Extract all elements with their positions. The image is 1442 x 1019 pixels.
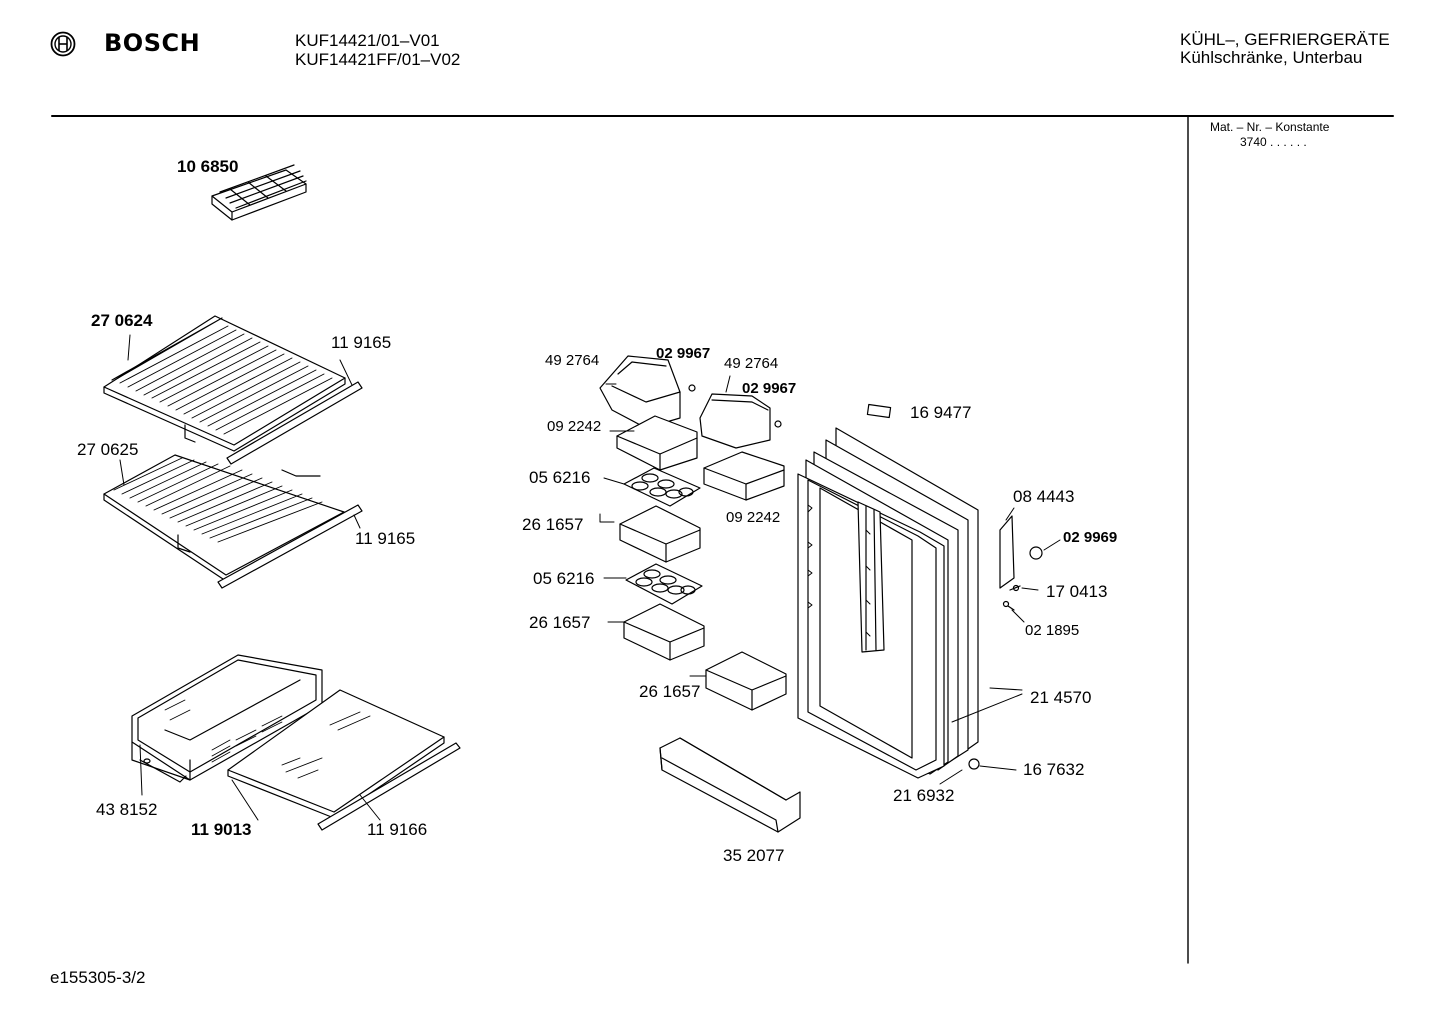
leader-lines-mid [600,376,730,676]
category: KÜHL–, GEFRIERGERÄTE Kühlschränke, Unter… [1180,31,1390,67]
material-label: Mat. – Nr. – Konstante [1210,120,1330,134]
part-number: 05 6216 [533,569,595,588]
part-number: 11 9166 [367,820,428,839]
part-number: 11 9165 [355,529,416,548]
brand-name: BOSCH [104,29,201,57]
model-number: KUF14421FF/01–V02 [295,50,461,69]
door-assembly [798,405,1042,778]
part-number: 27 0624 [91,311,153,330]
ice-cube-tray [212,165,306,220]
part-number: 09 2242 [726,509,781,526]
part-number: 09 2242 [547,418,602,435]
part-number: 11 9013 [191,820,252,839]
part-number: 08 4443 [1013,487,1075,506]
wire-shelf-upper [104,316,362,464]
part-number: 11 9165 [331,333,392,352]
part-number: 49 2764 [724,355,779,372]
part-number: 43 8152 [96,800,158,819]
part-number: 02 9967 [656,345,711,362]
category-subtitle: Kühlschränke, Unterbau [1180,48,1363,67]
document-code: e155305-3/2 [50,968,146,987]
crisper-drawer [132,655,322,782]
part-number: 16 7632 [1023,760,1085,779]
part-number: 05 6216 [529,468,591,487]
material-value: 3740 . . . . . . [1240,135,1307,149]
part-number: 02 9969 [1063,529,1118,546]
category-title: KÜHL–, GEFRIERGERÄTE [1180,30,1390,49]
glass-shelf [228,690,460,830]
part-number: 10 6850 [177,157,239,176]
part-number: 26 1657 [522,515,584,534]
part-number: 26 1657 [529,613,591,632]
door-racks [600,356,800,832]
leader-lines-left [120,335,380,820]
part-number: 49 2764 [545,352,600,369]
material-constant: Mat. – Nr. – Konstante 3740 . . . . . . [1210,120,1329,150]
part-number: 21 4570 [1030,688,1092,707]
part-number: 16 9477 [910,403,972,422]
part-number: 35 2077 [723,846,785,865]
leader-lines-right [940,508,1060,784]
model-number: KUF14421/01–V01 [295,31,440,50]
part-number: 17 0413 [1046,582,1108,601]
bosch-armature-logo-icon [50,31,76,57]
part-number: 02 9967 [742,380,797,397]
part-number: 21 6932 [893,786,955,805]
part-number: 02 1895 [1025,622,1080,639]
wire-shelf-lower [104,455,362,588]
model-numbers: KUF14421/01–V01 KUF14421FF/01–V02 [295,31,460,69]
part-number: 26 1657 [639,682,701,701]
part-number: 27 0625 [77,440,139,459]
